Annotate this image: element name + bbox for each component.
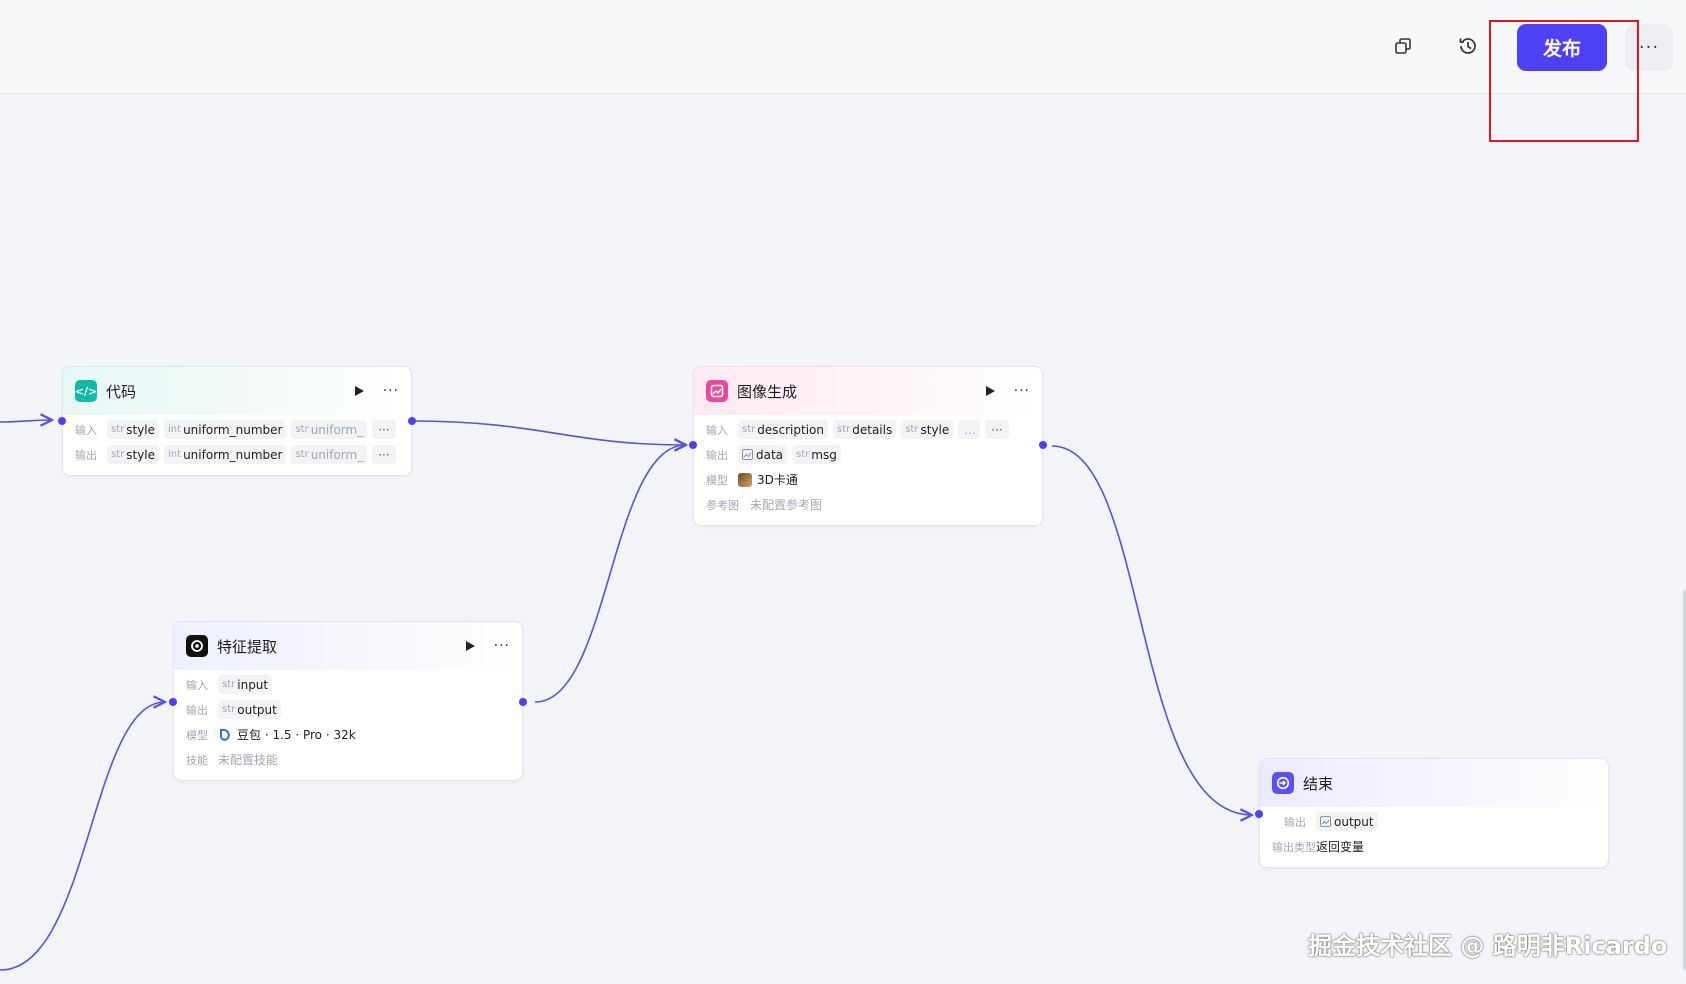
node-code-output-port[interactable] [408,417,416,425]
output-label: 输出 [186,703,208,717]
node-feature-input-port[interactable] [169,698,177,706]
model-thumbnail-icon [738,472,752,487]
more-params-button[interactable]: ··· [372,445,396,464]
node-code-input-port[interactable] [58,417,66,425]
watermark: 掘金技术社区 @ 路明非Ricardo [1308,932,1668,960]
skill-value: 未配置技能 [218,753,279,767]
node-end-outputs: 输出 output [1272,809,1596,834]
more-params-button[interactable]: ··· [985,420,1009,439]
output-label: 输出 [1284,815,1306,829]
image-type-icon [1320,816,1331,827]
node-menu-button[interactable]: ··· [493,638,510,654]
image-gen-icon [706,380,728,402]
node-image-title: 图像生成 [737,382,798,401]
edge-code-image [411,420,686,445]
publish-button[interactable]: 发布 [1517,24,1607,71]
doubao-logo-icon [218,728,232,742]
node-end[interactable]: 结束 输出 output 输出类型 返回变量 [1259,758,1609,868]
node-image-ref: 参考图 未配置参考图 [706,492,1030,517]
play-icon[interactable] [353,383,369,399]
node-code-header: </> 代码 ··· [63,367,411,415]
model-name: 豆包 · 1.5 · Pro · 32k [237,728,356,742]
end-icon [1272,772,1294,794]
play-icon[interactable] [984,383,1000,399]
copy-icon[interactable] [1385,28,1421,64]
param-tag: … [958,420,981,439]
node-feature-output-port[interactable] [519,698,527,706]
ref-value: 未配置参考图 [750,498,823,512]
output-type-label: 输出类型 [1272,840,1316,854]
param-tag: data [738,445,788,464]
node-feature-title: 特征提取 [217,637,278,656]
output-type-value: 返回变量 [1316,840,1365,854]
image-type-icon [742,449,753,460]
node-feature-model: 模型 豆包 · 1.5 · Pro · 32k [186,722,510,747]
more-options-button[interactable]: ··· [1625,24,1673,71]
code-icon: </> [75,380,97,402]
input-label: 输入 [75,423,97,437]
node-image-model: 模型 3D卡通 [706,467,1030,492]
input-label: 输入 [186,678,208,692]
node-menu-button[interactable]: ··· [382,383,399,399]
model-label: 模型 [186,728,208,742]
node-image-input-port[interactable] [689,441,697,449]
node-image-header: 图像生成 ··· [694,367,1042,415]
node-end-input-port[interactable] [1255,810,1263,818]
node-end-header: 结束 [1260,759,1608,807]
output-label: 输出 [706,448,728,462]
history-icon[interactable] [1450,28,1486,64]
output-label: 输出 [75,448,97,462]
node-feature-skill: 技能 未配置技能 [186,747,510,772]
node-menu-button[interactable]: ··· [1013,383,1030,399]
node-end-title: 结束 [1303,774,1334,793]
node-image-output-port[interactable] [1039,441,1047,449]
edge-feature-image [534,445,686,703]
model-label: 模型 [706,473,728,487]
more-params-button[interactable]: ··· [372,420,396,439]
play-icon[interactable] [464,638,480,654]
node-code-title: 代码 [106,382,137,401]
edge-image-end [1051,445,1252,815]
top-toolbar: 发布 ··· [0,0,1686,94]
skill-label: 技能 [186,753,208,767]
llm-icon [186,635,208,657]
edge-start-code [0,420,52,422]
param-tag: output [1316,812,1378,831]
edge-start-feature [0,702,165,971]
node-feature-header: 特征提取 ··· [174,622,522,670]
input-label: 输入 [706,423,728,437]
node-end-output-type: 输出类型 返回变量 [1272,834,1596,859]
model-name: 3D卡通 [757,473,798,487]
ref-label: 参考图 [706,498,739,512]
canvas-scrollbar[interactable] [1683,590,1686,970]
